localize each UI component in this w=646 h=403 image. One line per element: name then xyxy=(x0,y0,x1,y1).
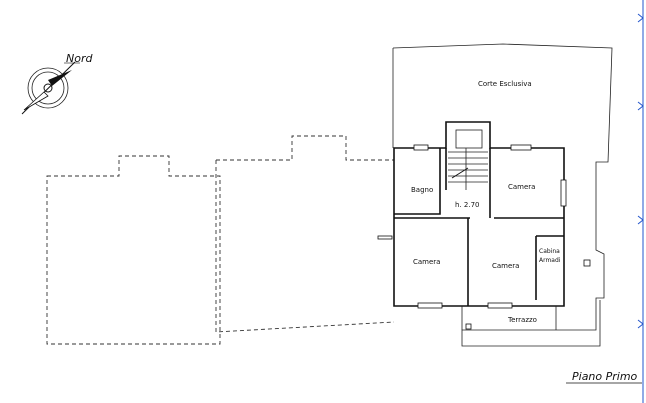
label-camera-ne: Camera xyxy=(508,183,535,191)
label-camera-se: Camera xyxy=(492,262,519,270)
label-terrazzo: Terrazzo xyxy=(507,316,537,324)
building-walls xyxy=(393,121,565,330)
label-cabina: Cabina xyxy=(539,248,560,255)
windows xyxy=(377,144,591,330)
label-height: h. 2.70 xyxy=(455,201,479,209)
label-bagno: Bagno xyxy=(411,186,433,194)
label-armadi: Armadi xyxy=(539,257,561,264)
label-camera-sw: Camera xyxy=(413,258,440,266)
label-corte-esclusiva: Corte Esclusiva xyxy=(478,80,532,88)
compass-label: Nord xyxy=(66,52,93,65)
floor-title: Piano Primo xyxy=(572,370,638,383)
courtyard-outline xyxy=(392,43,613,347)
staircase xyxy=(448,129,488,190)
adjacent-building-outline xyxy=(46,135,395,345)
page-edge-marks xyxy=(637,0,644,403)
north-compass-icon xyxy=(21,61,80,115)
